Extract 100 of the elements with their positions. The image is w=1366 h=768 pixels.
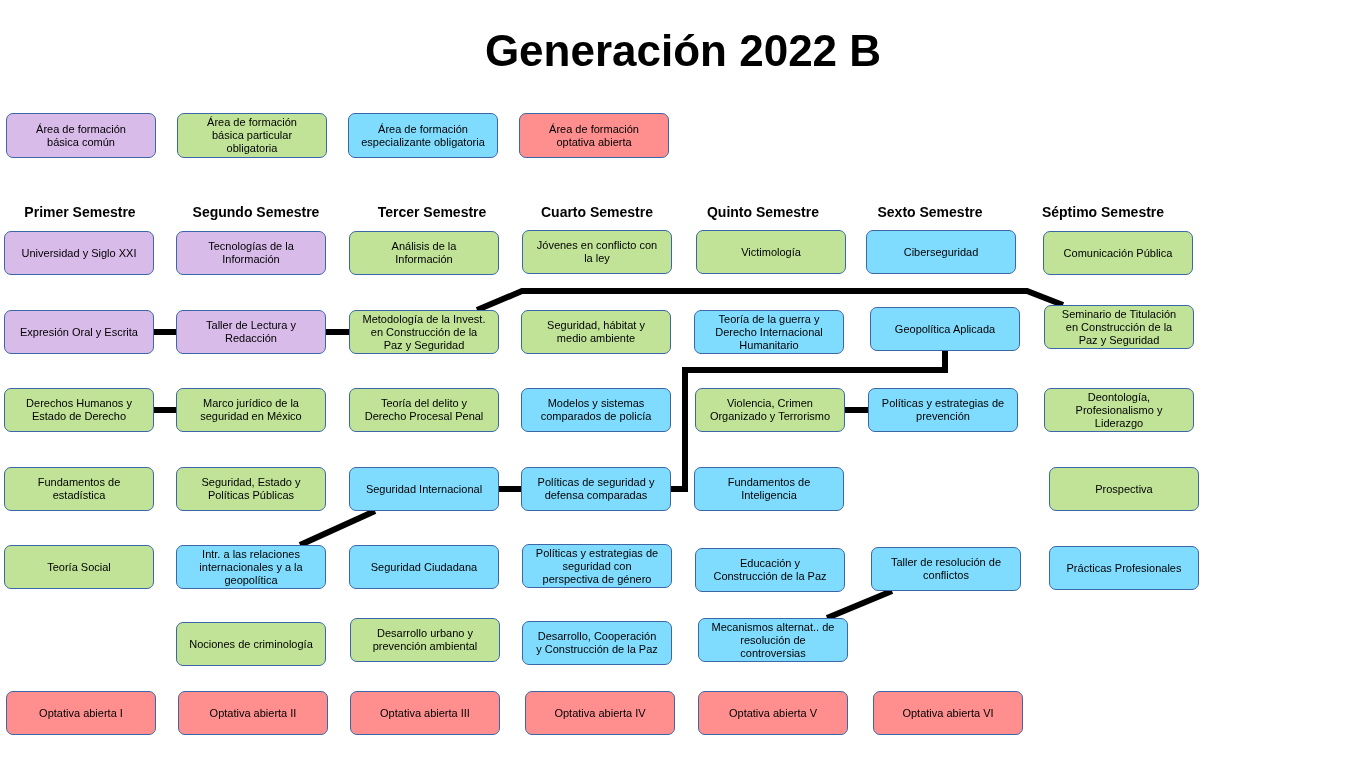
course-box [176, 622, 326, 666]
course-box [349, 388, 499, 432]
course-box [1043, 231, 1193, 275]
semester-heading: Tercer Semestre [376, 204, 488, 220]
course-title: Intr. a las relaciones internacionales y a la geopolítica [198, 547, 304, 587]
legend-text: Área de formación básica particular obligatoria [206, 116, 298, 155]
course-box [521, 467, 671, 511]
course-title: Desarrollo urbano y prevención ambiental [371, 627, 479, 653]
course-box [694, 310, 844, 354]
course-box [873, 691, 1023, 735]
course-title: Desarrollo, Cooperación y Construcción de la Paz [535, 630, 659, 656]
connector-line [825, 588, 894, 621]
course-box [4, 467, 154, 511]
semester-heading: Quinto Semestre [706, 204, 820, 220]
course-title: Teoría Social [46, 560, 112, 574]
course-title: Prácticas Profesionales [1065, 561, 1183, 575]
course-box [349, 545, 499, 589]
course-box [1049, 546, 1199, 590]
course-box [4, 231, 154, 275]
course-box [350, 618, 500, 662]
course-box [521, 310, 671, 354]
course-title: Seguridad Ciudadana [369, 560, 479, 574]
connector-line [326, 329, 349, 335]
course-box [349, 310, 499, 354]
legend-text: Área de formación optativa abierta [548, 122, 640, 149]
course-title: Comunicación Pública [1062, 246, 1174, 260]
course-title: Geopolítica Aplicada [893, 322, 997, 336]
course-box [349, 467, 499, 511]
course-box [871, 547, 1021, 591]
semester-heading: Sexto Semestre [876, 204, 984, 220]
course-title: Políticas y estrategias de seguridad con perspectiva de género [534, 546, 660, 586]
course-title: Universidad y Siglo XXI [20, 246, 138, 260]
semester-heading: Cuarto Semestre [539, 204, 654, 220]
legend-text: Área de formación básica común [35, 122, 127, 149]
diagram-title: Generación 2022 B [484, 26, 882, 76]
course-title: Jóvenes en conflicto con la ley [535, 239, 659, 265]
course-title: Nociones de criminología [188, 637, 314, 651]
course-box [522, 621, 672, 665]
course-title: Educación y Construcción de la Paz [712, 557, 828, 583]
course-box [866, 230, 1016, 274]
course-box [176, 467, 326, 511]
course-title: Taller de Lectura y Redacción [205, 319, 297, 345]
course-title: Teoría de la guerra y Derecho Internacional Humanitario [714, 312, 824, 352]
course-title: Ciberseguridad [902, 245, 980, 259]
course-title: Derechos Humanos y Estado de Derecho [25, 397, 133, 423]
course-title: Seguridad, hábitat y medio ambiente [546, 319, 646, 345]
course-box [350, 691, 500, 735]
connector-line [154, 407, 176, 413]
course-box [525, 691, 675, 735]
course-title: Expresión Oral y Escrita [19, 325, 139, 339]
course-title: Seguridad Internacional [364, 482, 484, 496]
course-box [349, 231, 499, 275]
connector-line [499, 486, 521, 492]
course-box [695, 548, 845, 592]
course-title: Políticas de seguridad y defensa comparadas [536, 476, 656, 502]
course-box [698, 618, 848, 662]
course-box [1049, 467, 1199, 511]
course-box [870, 307, 1020, 351]
course-box [4, 545, 154, 589]
course-box [698, 691, 848, 735]
course-box [1044, 388, 1194, 432]
course-title: Optativa abierta V [727, 706, 819, 720]
connector-line [154, 329, 176, 335]
course-box [522, 544, 672, 588]
semester-heading: Séptimo Semestre [1040, 204, 1166, 220]
course-box [1044, 305, 1194, 349]
legend-text: Área de formación especializante obligatoria [360, 122, 486, 149]
course-title: Seguridad, Estado y Políticas Públicas [200, 476, 302, 502]
course-box [522, 230, 672, 274]
course-title: Optativa abierta IV [553, 706, 647, 720]
course-box [176, 388, 326, 432]
connector-line [671, 351, 948, 492]
course-box [176, 545, 326, 589]
course-title: Marco jurídico de la seguridad en México [199, 397, 303, 423]
course-box [176, 310, 326, 354]
course-title: Seminario de Titulación en Construcción de la Paz y Seguridad [1060, 307, 1178, 347]
course-title: Fundamentos de estadística [36, 476, 122, 502]
course-title: Taller de resolución de conflictos [889, 556, 1003, 582]
course-title: Optativa abierta I [38, 706, 124, 720]
course-box [696, 230, 846, 274]
course-box [868, 388, 1018, 432]
course-title: Victimología [740, 245, 802, 259]
course-title: Optativa abierta VI [901, 706, 995, 720]
course-box [694, 467, 844, 511]
course-box [4, 310, 154, 354]
course-title: Tecnologías de la Información [207, 240, 295, 266]
connector-line [298, 508, 377, 548]
course-title: Teoría del delito y Derecho Procesal Penal [363, 397, 485, 423]
connector-line [845, 407, 868, 413]
course-title: Metodología de la Invest. en Construcción de la Paz y Seguridad [361, 312, 487, 352]
connector-line [475, 288, 1065, 313]
course-title: Políticas y estrategias de prevención [880, 397, 1006, 423]
course-box [176, 231, 326, 275]
course-title: Violencia, Crimen Organizado y Terrorismo [708, 397, 832, 423]
course-title: Fundamentos de Inteligencia [726, 476, 812, 502]
course-box [6, 691, 156, 735]
course-box [178, 691, 328, 735]
semester-heading: Primer Semestre [23, 204, 137, 220]
course-title: Optativa abierta III [379, 706, 471, 720]
course-title: Mecanismos alternat.. de resolución de controversias [710, 620, 836, 660]
